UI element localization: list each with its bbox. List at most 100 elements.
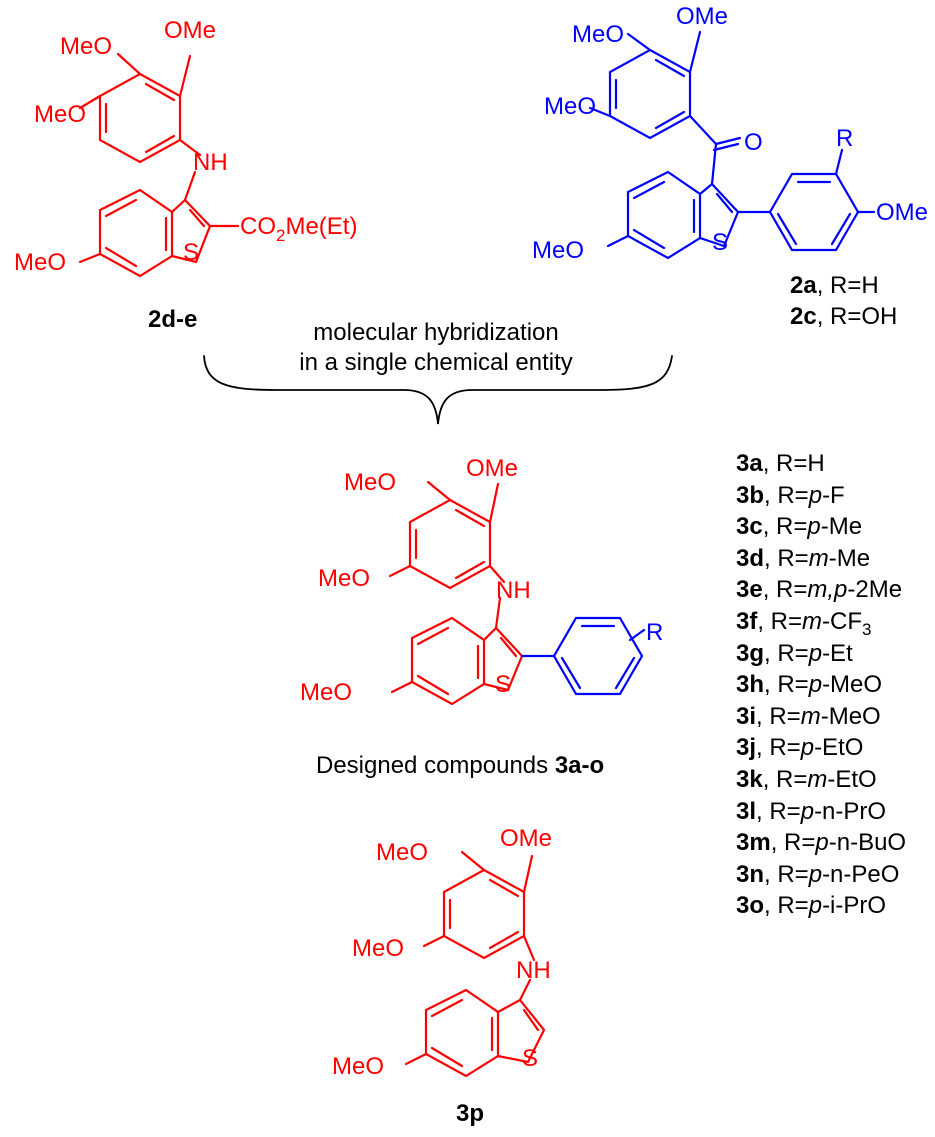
series-item-group: -MeO [820,702,881,730]
hybridization-line1: molecular hybridization [313,319,559,346]
c3ao-benzo-double [416,626,480,696]
series-item-position: p [808,671,823,699]
series-item-id: 3f [736,608,758,635]
series-item-prefix: , R= [770,829,816,857]
c3p-aryl-ring [442,868,526,960]
series-item-id: 3l [736,797,757,825]
c3p-bond-meo-core [404,1052,428,1066]
series-item-3n: 3n, R=p-n-PeO [736,861,899,889]
series-item-group: -n-BuO [828,829,907,857]
series-item-position: p [815,829,829,857]
series-item-id: 3o [736,892,765,920]
c3ao-label-r: R [646,619,663,646]
series-item-group: -CF [822,608,863,635]
series-item-group: -Me [828,544,871,572]
series-item-3b: 3b, R=p-F [736,482,845,510]
series-item-group: -Me [820,513,863,541]
c2ac-label-o: O [744,129,763,156]
series-item-prefix: , R= [762,576,808,604]
c2de-bond-aryl-nh [178,138,202,157]
series-item-position: m,p [807,576,848,604]
series-item-subscript: 3 [862,619,872,639]
series-item-3h: 3h, R=p-MeO [736,671,882,699]
series-item-prefix: , R= [764,860,809,888]
c2de-bond-meo-core [78,252,102,264]
c2de-label-nh: NH [193,149,228,176]
series-item-prefix: , R= [764,639,809,667]
c3ao-label-meo-core: MeO [300,679,352,706]
series-item-3l: 3l, R=p-n-PrO [736,798,886,826]
hybridization-line2: in a single chemical entity [299,349,573,376]
series-item-position: p [807,513,821,541]
c3ao-label-s: S [495,671,511,698]
series-item-position: p [808,860,823,888]
series-item-group: -EtO [827,766,877,793]
series-item-3c: 3c, R=p-Me [736,513,862,541]
series-item-position: p [808,892,823,920]
designed-compounds-caption: Designed compounds 3a-o [316,752,605,779]
series-item-3a: 3a, R=H [736,450,825,478]
c3p-thiophene [496,998,546,1064]
c3p-label-meo-low: MeO [352,935,404,962]
c2ac-bond-co-c3 [710,142,718,186]
series-item-id: 3k [736,766,763,793]
compound-2ac-structure: OMe MeO MeO O R OMe MeO S [532,3,928,264]
series-item-group: -n-PeO [822,860,900,888]
series-item-id: 3m [736,829,771,857]
series-item-position: p [808,639,823,667]
c3p-bond-ome-top [522,854,534,894]
c3ao-thiophene-double [499,636,518,658]
compound-3p-label: 3p [456,1100,485,1127]
series-item-prefix: , R= [762,766,808,793]
series-item-3m: 3m, R=p-n-BuO [736,829,906,857]
series-item-3g: 3g, R=p-Et [736,640,853,668]
c2de-label-meo-core: MeO [14,249,66,276]
c3p-label-ome-top: OMe [500,825,552,852]
c3ao-bond-meo-mid [426,480,452,502]
series-item-position: m [808,544,829,572]
c2de-label-ester: CO2Me(Et) [240,213,357,245]
series-item-group: -i-PrO [822,892,887,920]
c2ac-phenyl-double [776,180,852,246]
series-item-prefix: , R= [756,734,801,762]
compound-2de-structure: OMe MeO MeO NH MeO S CO2Me(Et) [14,17,357,278]
c2de-bond-nh-c3 [183,170,197,202]
series-item-id: 3h [736,671,765,699]
c3ao-label-meo-low: MeO [318,565,370,592]
hybridization-text: molecular hybridization in a single chem… [226,318,646,378]
series-item-group: -2Me [847,576,903,604]
c3p-benzo-ring [424,988,500,1078]
series-item-3f: 3f, R=m-CF3 [736,608,871,640]
c2de-aryl-ring-double [104,82,176,154]
c3ao-bond-ome-top [488,482,500,524]
series-item-prefix: , R= [756,797,801,825]
c3ao-bond-meo-core [390,680,414,694]
series-item-prefix: , R= [757,608,803,635]
series-item-group: -EtO [814,734,864,762]
c3p-label-s: S [522,1045,538,1072]
c3ao-phenyl-double [560,624,636,690]
c3p-benzo-double [430,998,494,1068]
c2ac-phenyl-ring [768,172,860,252]
series-item-group: -F [822,481,845,509]
series-item-position: p [800,797,815,825]
series-item-id: 3a [736,450,763,477]
c2ac-label-meo-low: MeO [544,93,596,120]
series-item-3k: 3k, R=m-EtO [736,766,877,794]
c2ac-bond-aryl-co [688,114,718,146]
series-item-prefix: , R= [764,671,809,699]
c2de-bond-meo-low [78,94,102,110]
series-item-id: 3d [736,544,765,572]
c2de-label-ome-top: OMe [164,17,216,44]
c2ac-bond-ome-top [688,30,702,74]
c2ac-thiophene-double [715,192,734,214]
series-item-group: -MeO [822,671,883,699]
c3ao-benzo-ring [410,616,486,706]
c3p-label-meo-core: MeO [332,1053,384,1080]
c3ao-aryl-ring-double [414,508,486,580]
c2ac-benzo-ring [626,170,702,260]
c2de-label-meo-low: MeO [34,101,86,128]
c2ac-label-meo-mid: MeO [572,21,624,48]
series-item-group: H [807,450,825,477]
